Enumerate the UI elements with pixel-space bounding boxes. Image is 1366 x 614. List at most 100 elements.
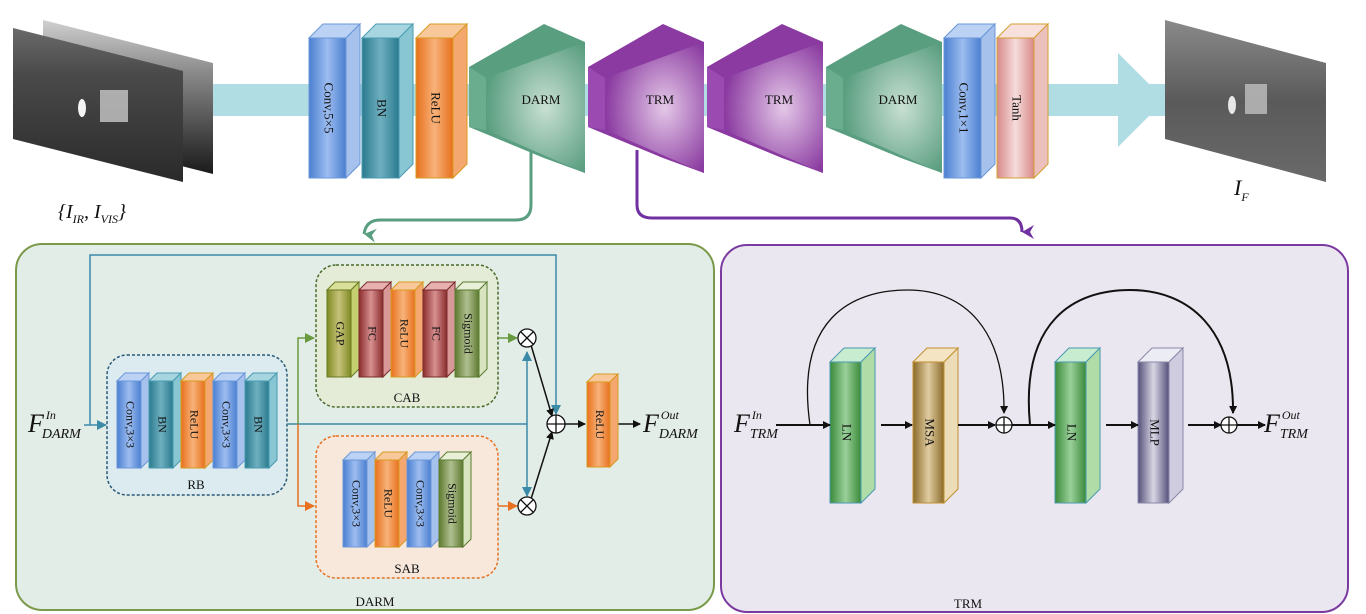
trm-block-ln-2-label: LN bbox=[1065, 424, 1080, 442]
pipeline-block-relu-2-front-face bbox=[415, 37, 454, 179]
trm-residual-2 bbox=[1027, 288, 1238, 426]
fused-image bbox=[1165, 20, 1326, 182]
pipeline-block-trm-4-label: TRM bbox=[646, 92, 675, 107]
cab-block-4: Sigmoid bbox=[453, 280, 489, 379]
rb-block-0-label: Conv,3×3 bbox=[123, 401, 137, 448]
sab-block-1-label: ReLU bbox=[381, 489, 395, 519]
branch-to-sab bbox=[297, 424, 315, 511]
trm-add-icon-2 bbox=[1220, 416, 1238, 434]
rb-block-1-side-face bbox=[172, 371, 182, 470]
rb-block-2-front-face bbox=[180, 380, 206, 469]
rb-block-4-front-face bbox=[244, 380, 270, 469]
sab-block-1-front-face bbox=[374, 459, 400, 548]
pipeline-block-darm-3-label: DARM bbox=[521, 92, 560, 107]
pipeline-block-tanh-8-side-face bbox=[1033, 22, 1049, 180]
cab-block-4-side-face bbox=[478, 280, 488, 379]
pipeline-block-relu-2-side-face bbox=[452, 22, 468, 180]
cab-block-1: FC bbox=[357, 280, 393, 379]
trm-detail-connector bbox=[635, 150, 1035, 239]
cab-multiply-icon bbox=[517, 328, 537, 348]
cab-block-0-front-face bbox=[326, 289, 352, 378]
cab-block-3-front-face bbox=[422, 289, 448, 378]
rb-block-3: Conv,3×3 bbox=[211, 371, 247, 470]
trm-residual-1 bbox=[806, 289, 1009, 426]
darm-skip-line bbox=[89, 254, 561, 425]
trm-block-mlp-3-label: MLP bbox=[1148, 419, 1163, 446]
trm-connections bbox=[776, 288, 1266, 429]
sab-mult-to-add bbox=[530, 431, 554, 500]
cab-block-3-label: FC bbox=[429, 326, 443, 341]
sab-block-3-front-face bbox=[438, 459, 464, 548]
pipeline-block-conv-1-1-7-label: Conv,1×1 bbox=[957, 83, 972, 134]
pipeline-block-darm-6-label: DARM bbox=[878, 92, 917, 107]
rb-block-2-side-face bbox=[204, 371, 214, 470]
rb-block-4-side-face bbox=[268, 371, 278, 470]
pipeline-block-trm-5-label: TRM bbox=[765, 92, 794, 107]
sab-block-0-label: Conv,3×3 bbox=[349, 480, 363, 527]
trm-block-ln-0: LN bbox=[828, 346, 877, 505]
trm-block-ln-2-side-face bbox=[1085, 346, 1101, 505]
rb-block-0: Conv,3×3 bbox=[115, 371, 151, 470]
darm-panel bbox=[15, 243, 715, 611]
sab-multiply-icon bbox=[517, 496, 537, 516]
trm-block-ln-0-front-face bbox=[829, 361, 862, 504]
sab-title: SAB bbox=[394, 561, 420, 576]
pipeline-block-tanh-8: Tanh bbox=[995, 22, 1050, 180]
trm-block-ln-0-label: LN bbox=[840, 424, 855, 442]
rb-block-4: BN bbox=[243, 371, 279, 470]
darm-output-relu: ReLU bbox=[585, 372, 620, 469]
pipeline-block-trm-4-bevel bbox=[588, 67, 605, 130]
trm-panel-title: TRM bbox=[954, 596, 983, 611]
cab-title: CAB bbox=[394, 390, 421, 405]
cab-block-2-front-face bbox=[390, 289, 416, 378]
pipeline-block-tanh-8-front-face bbox=[996, 37, 1035, 179]
trm-panel bbox=[720, 244, 1349, 613]
darm-add-icon bbox=[546, 414, 566, 434]
sab-block-3: Sigmoid bbox=[437, 450, 473, 549]
sab-block-0: Conv,3×3 bbox=[341, 450, 377, 549]
pipeline-block-darm-3-face bbox=[486, 42, 585, 173]
cab-block-1-front-face bbox=[358, 289, 384, 378]
trm-block-ln-2: LN bbox=[1053, 346, 1102, 505]
cab-block-3: FC bbox=[421, 280, 457, 379]
pipeline-block-bn-1-label: BN bbox=[375, 99, 390, 118]
sab-block-0-front-face bbox=[342, 459, 368, 548]
cab-block-4-front-face bbox=[454, 289, 480, 378]
pipeline-block-bn-1: BN bbox=[360, 22, 415, 180]
cab-block-1-side-face bbox=[382, 280, 392, 379]
rb-block-3-label: Conv,3×3 bbox=[219, 401, 233, 448]
sab-block-0-side-face bbox=[366, 450, 376, 549]
output-label: IF bbox=[1233, 175, 1249, 204]
pipeline-block-conv-1-1-7: Conv,1×1 bbox=[942, 22, 997, 180]
darm-connections bbox=[84, 254, 641, 511]
sab-block-3-label: Sigmoid bbox=[445, 483, 459, 524]
pipeline-block-bn-1-side-face bbox=[398, 22, 414, 180]
pipeline-block-relu-2-label: ReLU bbox=[429, 92, 444, 124]
rb-block-1-front-face bbox=[148, 380, 174, 469]
pipeline-block-conv-5-5-0-label: Conv,5×5 bbox=[322, 83, 337, 134]
darm-output-relu-label: ReLU bbox=[593, 410, 607, 440]
darm-output-relu-front-face bbox=[586, 381, 611, 468]
rb-title: RB bbox=[187, 477, 205, 492]
trm-block-mlp-3-side-face bbox=[1168, 346, 1184, 505]
trm-add-icon-1 bbox=[995, 416, 1013, 434]
pipeline-block-relu-2: ReLU bbox=[414, 22, 469, 180]
trm-block-mlp-3: MLP bbox=[1136, 346, 1185, 505]
pipeline-block-darm-3-bevel bbox=[469, 67, 486, 130]
cab-mult-to-add bbox=[530, 344, 554, 417]
sab-block-1-side-face bbox=[398, 450, 408, 549]
rb-block-0-front-face bbox=[116, 380, 142, 469]
rb-block-2-label: ReLU bbox=[187, 410, 201, 440]
pipeline-block-darm-6-bevel bbox=[826, 67, 843, 130]
pipeline: Conv,5×5 BN ReLU DARM TRM TRM DARM Conv,1×1 Tanh bbox=[307, 22, 1050, 180]
cab-block-1-label: FC bbox=[365, 326, 379, 341]
branch-to-cab bbox=[297, 333, 315, 424]
sab-block-3-side-face bbox=[462, 450, 472, 549]
pipeline-block-trm-5-bevel bbox=[707, 67, 724, 130]
rb-block-3-front-face bbox=[212, 380, 238, 469]
